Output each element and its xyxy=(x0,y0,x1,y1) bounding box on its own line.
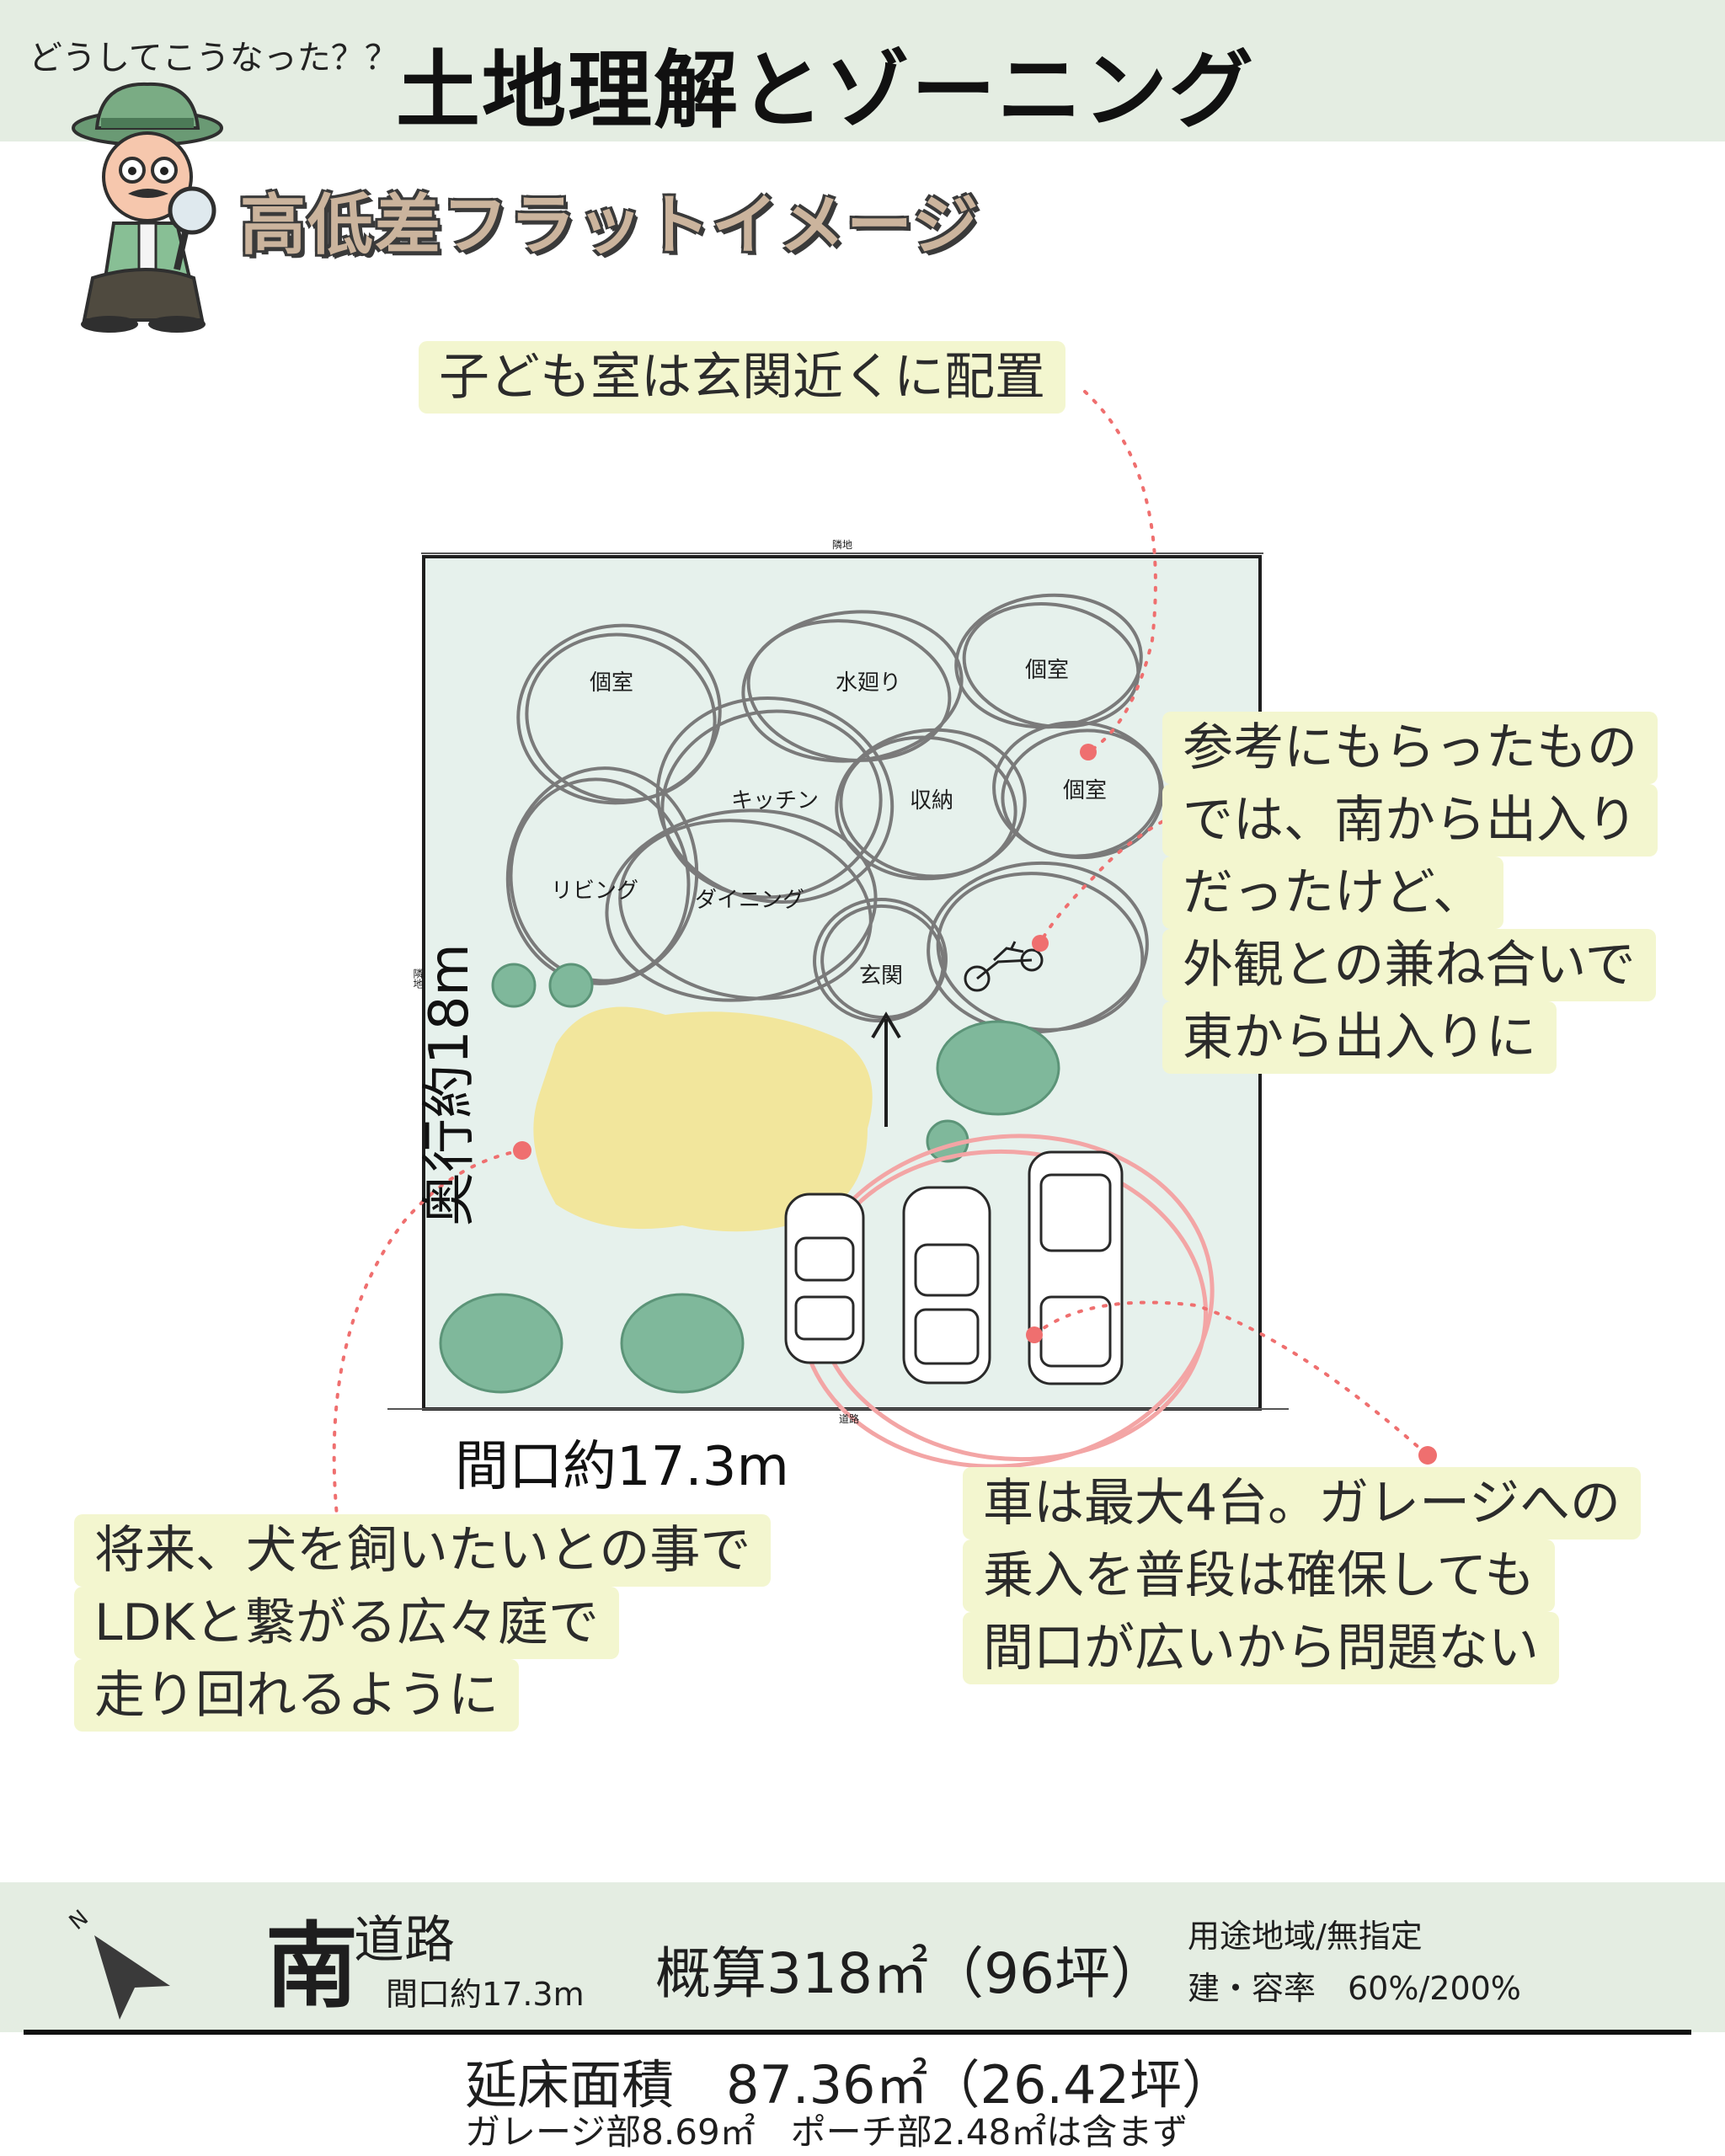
subtitle: 高低差フラットイメージ xyxy=(240,188,980,264)
floor-area: 延床面積 87.36㎡（26.42坪） xyxy=(465,2054,1234,2116)
room-label: 個室 xyxy=(1025,658,1070,683)
footer-band xyxy=(0,1882,1725,2032)
road-label-footer: 道路 xyxy=(354,1911,455,1970)
direction-label: 南 xyxy=(265,1913,358,2020)
callout-garden: 将来、犬を飼いたいとの事で LDKと繋がる広々庭で 走り回れるように xyxy=(74,1514,772,1732)
car-icon xyxy=(1028,1150,1124,1385)
room-label: リビング xyxy=(551,878,639,904)
tree-icon xyxy=(439,963,1060,1394)
footer-divider xyxy=(24,2030,1691,2035)
zoning-label: 用途地域/無指定 xyxy=(1188,1918,1423,1955)
page-title: 土地理解とゾーニング xyxy=(396,41,1255,140)
north-arrow-icon: N xyxy=(65,1905,170,2020)
callout-kids-room: 子ども室は玄関近くに配置 xyxy=(419,341,1065,414)
room-label: 個室 xyxy=(1063,778,1108,803)
header-band xyxy=(0,0,1725,141)
room-label: 水廻り xyxy=(836,670,902,696)
frontage-dimension: 間口約17.3m xyxy=(455,1436,789,1498)
room-label: ダイニング xyxy=(695,888,805,913)
room-label: 収納 xyxy=(910,788,954,814)
pre-title: どうしてこうなった？？ xyxy=(29,39,398,77)
callout-dots xyxy=(513,744,1437,1465)
svg-text:N: N xyxy=(65,1905,93,1935)
lot-area: 概算318㎡（96坪） xyxy=(655,1941,1166,2006)
neighbor-label: 隣地 xyxy=(832,539,853,551)
lawn-area xyxy=(533,1006,873,1232)
frontage-label: 間口約17.3m xyxy=(386,1976,585,2013)
floor-area-note: ガレージ部8.69㎡ ポーチ部2.48㎡は含まず xyxy=(465,2111,1188,2153)
room-label: 玄関 xyxy=(859,963,904,989)
room-label: キッチン xyxy=(731,788,820,814)
room-label: 個室 xyxy=(590,670,634,696)
detective-illustration xyxy=(72,82,223,333)
depth-dimension: 奥行約18m xyxy=(419,943,481,1226)
callout-cars: 車は最大4台。ガレージへの 乗入を普段は確保しても 間口が広いから問題ない xyxy=(963,1467,1641,1684)
neighbor-label: 隣地 xyxy=(412,969,424,989)
car-icon xyxy=(784,1193,865,1364)
callout-entrance: 参考にもらったもの では、南から出入り だったけど、 外観との兼ね合いで 東から… xyxy=(1162,712,1658,1074)
car-icon xyxy=(902,1186,991,1385)
coverage-ratio: 建・容率 60%/200% xyxy=(1188,1970,1521,2007)
motorcycle-icon xyxy=(964,941,1044,992)
road-label: 道路 xyxy=(839,1413,860,1425)
